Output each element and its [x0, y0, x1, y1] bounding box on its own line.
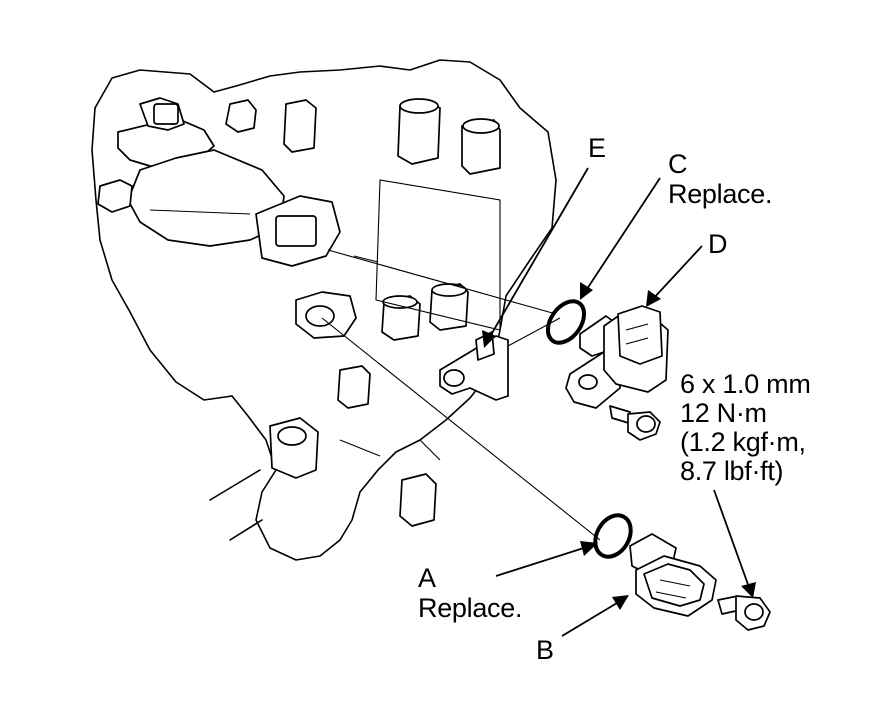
sensor-d [565, 305, 669, 409]
label-d: D [708, 229, 728, 259]
label-b: B [536, 635, 554, 665]
bracket-e [439, 331, 509, 401]
bolt-lower [717, 595, 771, 631]
sensor-b [629, 533, 717, 617]
leader-lines [482, 167, 756, 637]
label-a-letter: A [418, 563, 436, 593]
bolt-upper [609, 405, 661, 441]
transmission-housing [91, 59, 557, 561]
bolt-spec-torque-lbfft: 8.7 lbf·ft) [680, 456, 784, 486]
label-c-letter: C [668, 149, 688, 179]
bolt-spec-torque-nm: 12 N·m [680, 398, 767, 428]
o-ring-a [593, 513, 633, 559]
o-ring-c [545, 299, 587, 345]
bolt-spec-size: 6 x 1.0 mm [680, 369, 811, 399]
bolt-spec-torque-kgfm: (1.2 kgf·m, [680, 427, 806, 457]
label-e: E [588, 133, 606, 163]
label-c-note: Replace. [668, 179, 773, 209]
label-a-note: Replace. [418, 593, 523, 623]
